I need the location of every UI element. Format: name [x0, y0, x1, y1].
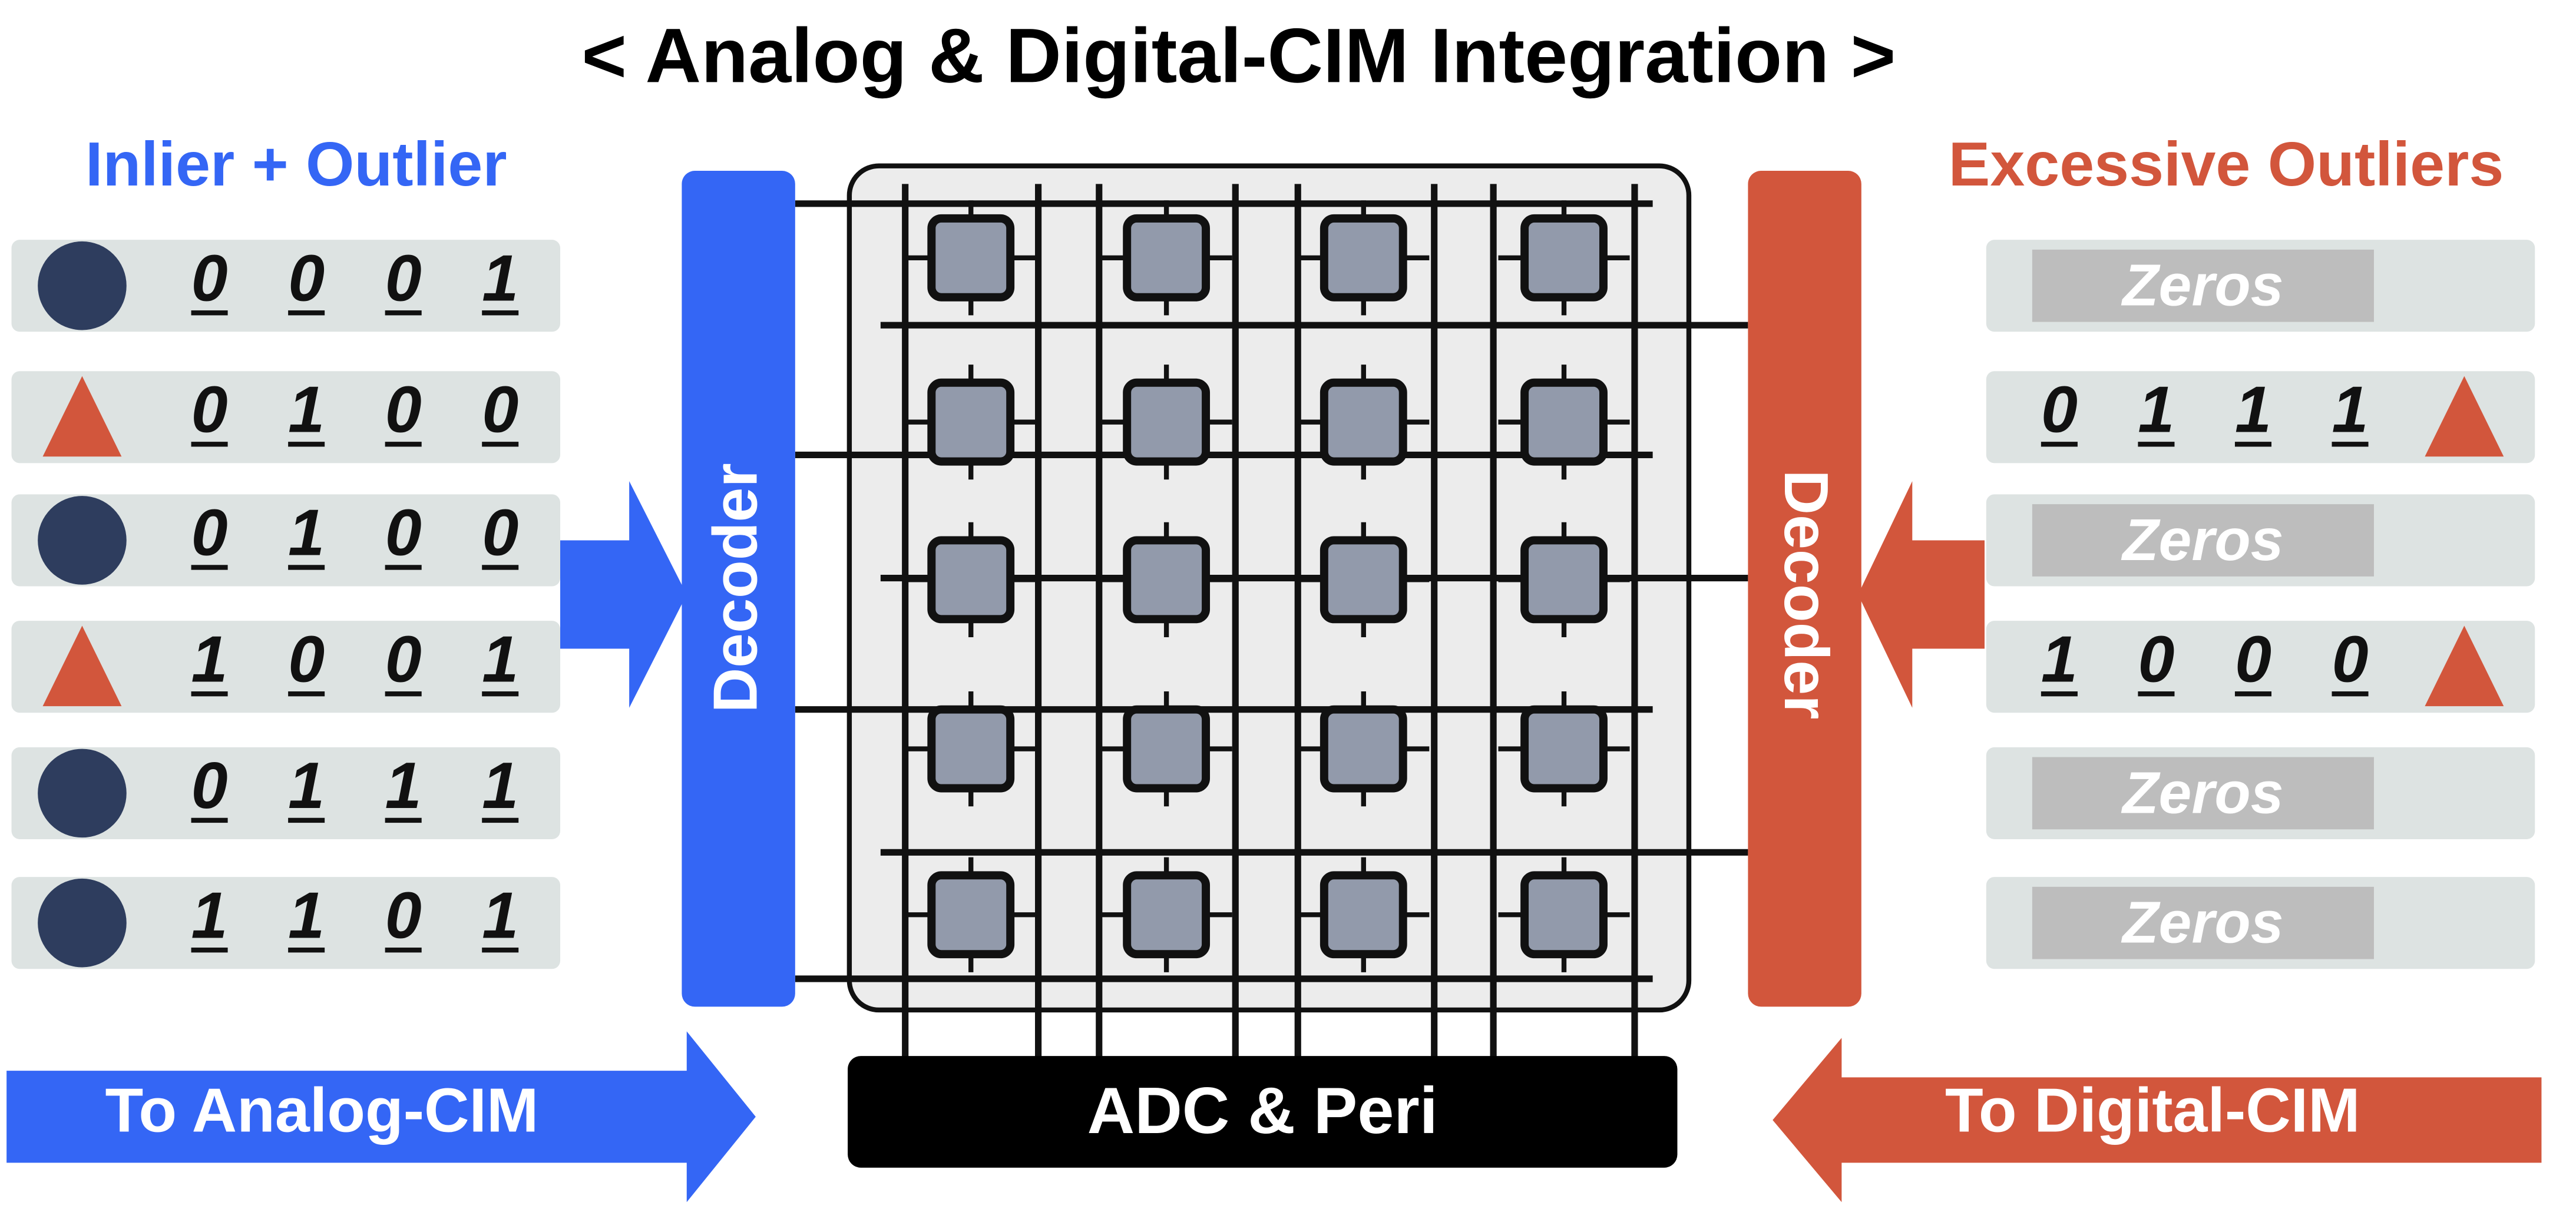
memory-cell: [1298, 200, 1430, 316]
memory-cell: [1100, 691, 1232, 807]
right-bit: 1: [2041, 624, 2078, 697]
right-decoder-label: Decoder: [1770, 469, 1840, 720]
left-bit: 1: [385, 750, 422, 823]
left-bit: 1: [288, 750, 325, 823]
left-bit: 0: [191, 374, 228, 447]
right-row-background: [1986, 621, 2535, 713]
memory-cell: [1498, 522, 1630, 637]
left-bit: 0: [385, 497, 422, 570]
right-input-arrow: [1858, 481, 1985, 708]
left-row-background: [11, 621, 561, 713]
right-bit: 1: [2234, 374, 2272, 447]
left-row-background: [11, 747, 561, 839]
left-bit: 0: [385, 374, 422, 447]
right-bit: 0: [2041, 374, 2078, 447]
left-row-background: [11, 240, 561, 332]
cim-array-frame: [846, 163, 1692, 1013]
left-bit: 1: [482, 243, 519, 316]
memory-cell: [905, 691, 1037, 807]
memory-cell: [1298, 365, 1430, 480]
left-bit: 0: [385, 624, 422, 697]
memory-cell: [905, 522, 1037, 637]
memory-cell: [1100, 365, 1232, 480]
memory-cell: [1298, 857, 1430, 972]
adc-peri-block: ADC & Peri: [848, 1056, 1678, 1168]
excessive-outliers-heading: Excessive Outliers: [1948, 131, 2504, 201]
left-decoder-label: Decoder: [702, 463, 772, 713]
memory-cell: [1498, 365, 1630, 480]
left-bit: 1: [191, 624, 228, 697]
left-bit: 0: [191, 243, 228, 316]
left-row-background: [11, 877, 561, 969]
left-bit: 1: [191, 880, 228, 953]
left-decoder-block: [682, 171, 795, 1007]
memory-cell: [1298, 522, 1430, 637]
inlier-circle-icon: [38, 241, 127, 330]
left-bit: 0: [385, 880, 422, 953]
to-analog-arrow: [6, 1031, 756, 1203]
right-bit: 0: [2234, 624, 2272, 697]
right-decoder-block: [1748, 171, 1861, 1007]
left-bit: 0: [385, 243, 422, 316]
zeros-block: Zeros: [2032, 504, 2374, 577]
left-row-background: [11, 494, 561, 587]
inlier-outlier-heading: Inlier + Outlier: [85, 131, 507, 201]
memory-cell: [1498, 857, 1630, 972]
left-bit: 1: [288, 497, 325, 570]
right-row-background: [1986, 371, 2535, 463]
to-analog-cim-label: To Analog-CIM: [105, 1077, 539, 1147]
inlier-circle-icon: [38, 878, 127, 968]
left-bit: 1: [482, 624, 519, 697]
outlier-triangle-icon: [2425, 376, 2504, 457]
left-bit: 0: [482, 497, 519, 570]
outlier-triangle-icon: [42, 376, 122, 457]
page-title: < Analog & Digital-CIM Integration >: [581, 11, 1896, 99]
memory-cell: [1498, 200, 1630, 316]
inlier-circle-icon: [38, 749, 127, 838]
inlier-circle-icon: [38, 496, 127, 585]
left-row-background: [11, 371, 561, 463]
memory-cell: [905, 365, 1037, 480]
right-bit: 1: [2138, 374, 2175, 447]
memory-cell: [1100, 857, 1232, 972]
memory-cell: [905, 200, 1037, 316]
memory-cell: [1498, 691, 1630, 807]
left-input-arrow: [560, 481, 687, 708]
left-bit: 1: [288, 374, 325, 447]
left-bit: 1: [482, 750, 519, 823]
left-bit: 1: [288, 880, 325, 953]
memory-cell: [905, 857, 1037, 972]
left-bit: 0: [288, 243, 325, 316]
right-bit: 0: [2138, 624, 2175, 697]
zeros-block: Zeros: [2032, 249, 2374, 322]
right-bit: 1: [2332, 374, 2369, 447]
memory-cell: [1100, 200, 1232, 316]
zeros-block: Zeros: [2032, 886, 2374, 959]
memory-cell: [1100, 522, 1232, 637]
left-bit: 0: [191, 750, 228, 823]
left-bit: 0: [191, 497, 228, 570]
right-bit: 0: [2332, 624, 2369, 697]
memory-cell: [1298, 691, 1430, 807]
to-digital-cim-label: To Digital-CIM: [1945, 1077, 2360, 1147]
left-bit: 0: [482, 374, 519, 447]
left-bit: 0: [288, 624, 325, 697]
left-bit: 1: [482, 880, 519, 953]
outlier-triangle-icon: [42, 625, 122, 707]
zeros-block: Zeros: [2032, 757, 2374, 830]
outlier-triangle-icon: [2425, 625, 2504, 707]
to-digital-arrow: [1773, 1038, 2542, 1203]
